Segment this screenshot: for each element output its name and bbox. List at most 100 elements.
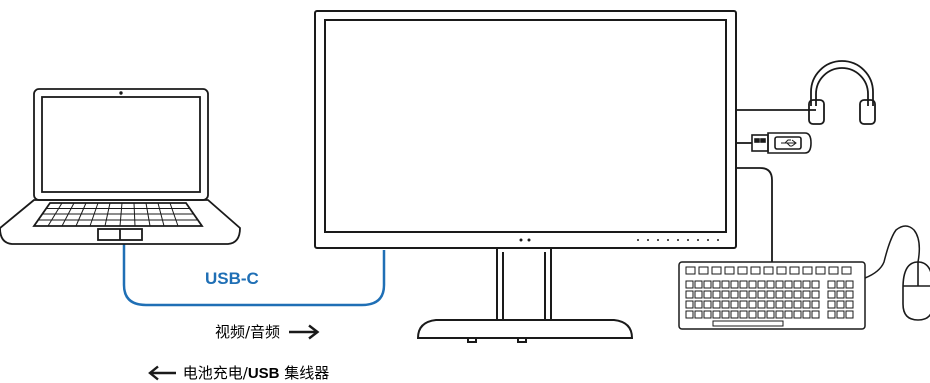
keyboard-key [793,280,802,289]
keyboard-key [836,280,845,289]
keyboard-key [757,300,766,309]
keyboard-key [845,290,854,299]
arrow-right-icon [288,324,320,339]
keyboard-key [724,266,735,275]
keyboard-key [721,280,730,289]
keyboard-key [721,300,730,309]
keyboard-key [811,310,820,319]
keyboard-key [750,266,761,275]
keyboard-key [815,266,826,275]
mouse-cable [864,225,921,279]
arrow-left-icon [148,365,176,380]
keyboard-key [685,266,696,275]
keyboard-key [841,266,852,275]
keyboard-key [685,290,694,299]
keyboard-key [793,300,802,309]
keyboard-key [739,290,748,299]
keyboard-key [703,280,712,289]
keyboard-key [763,266,774,275]
keyboard-key [811,290,820,299]
keyboard-key [828,266,839,275]
keyboard-key [711,266,722,275]
keyboard-key [712,280,721,289]
keyboard-key [739,310,748,319]
keyboard-key [694,290,703,299]
keyboard-key [766,290,775,299]
keyboard-key [802,310,811,319]
usb-c-cable-label: USB-C [205,269,259,289]
keyboard-key [712,310,721,319]
usb-c-cable [122,244,386,307]
keyboard-key [766,280,775,289]
keyboard-key [793,290,802,299]
keyboard-key [685,310,694,319]
keyboard-key [836,300,845,309]
headphones-icon [808,60,876,125]
keyboard-key [784,280,793,289]
hub-text: 集线器 [279,364,330,382]
keyboard-key [730,280,739,289]
keyboard-key [784,290,793,299]
keyboard-key [703,300,712,309]
keyboard-key [703,290,712,299]
keyboard-key [793,310,802,319]
keyboard-key [802,300,811,309]
keyboard-cable [736,167,773,262]
keyboard-key [766,300,775,309]
keyboard-key [748,280,757,289]
keyboard-key [827,290,836,299]
keyboard-key [802,290,811,299]
laptop-icon [0,88,241,245]
keyboard-key [827,310,836,319]
video-audio-text: 视频/音频 [215,323,281,341]
keyboard-key [789,266,800,275]
keyboard-key [685,300,694,309]
charging-hub-text: 电池充电/USB 集线器 [183,364,330,382]
keyboard-key [721,290,730,299]
keyboard-key [712,300,721,309]
keyboard-key [775,280,784,289]
keyboard-key [721,310,730,319]
keyboard-key [836,310,845,319]
monitor-icon [314,10,737,343]
keyboard-key [712,320,784,327]
keyboard-key [730,290,739,299]
keyboard-key [802,266,813,275]
keyboard-key [836,290,845,299]
keyboard-key [757,290,766,299]
keyboard-key [694,300,703,309]
usb-text: USB [247,365,280,382]
keyboard-key [757,280,766,289]
keyboard-key [811,300,820,309]
keyboard-key [784,310,793,319]
keyboard-key [712,290,721,299]
keyboard-key [811,280,820,289]
keyboard-key [685,280,694,289]
keyboard-key [694,310,703,319]
usb-drive-icon [751,132,812,154]
keyboard-key [827,280,836,289]
keyboard-key [748,310,757,319]
keyboard-key [775,300,784,309]
keyboard-key [698,266,709,275]
keyboard-key [730,300,739,309]
keyboard-key [703,310,712,319]
charging-hub-label: 电池充电/USB 集线器 [148,362,329,383]
keyboard-key [757,310,766,319]
keyboard-key [827,300,836,309]
keyboard-key [694,280,703,289]
keyboard-key [748,300,757,309]
keyboard-key [775,310,784,319]
keyboard-key [845,310,854,319]
keyboard-key [802,280,811,289]
mouse-icon [902,261,930,321]
charging-text: 电池充电/ [182,364,248,382]
keyboard-key [775,290,784,299]
keyboard-key [739,280,748,289]
keyboard-key [739,300,748,309]
keyboard-key [784,300,793,309]
keyboard-key [776,266,787,275]
keyboard-icon [678,261,866,330]
keyboard-key [845,280,854,289]
